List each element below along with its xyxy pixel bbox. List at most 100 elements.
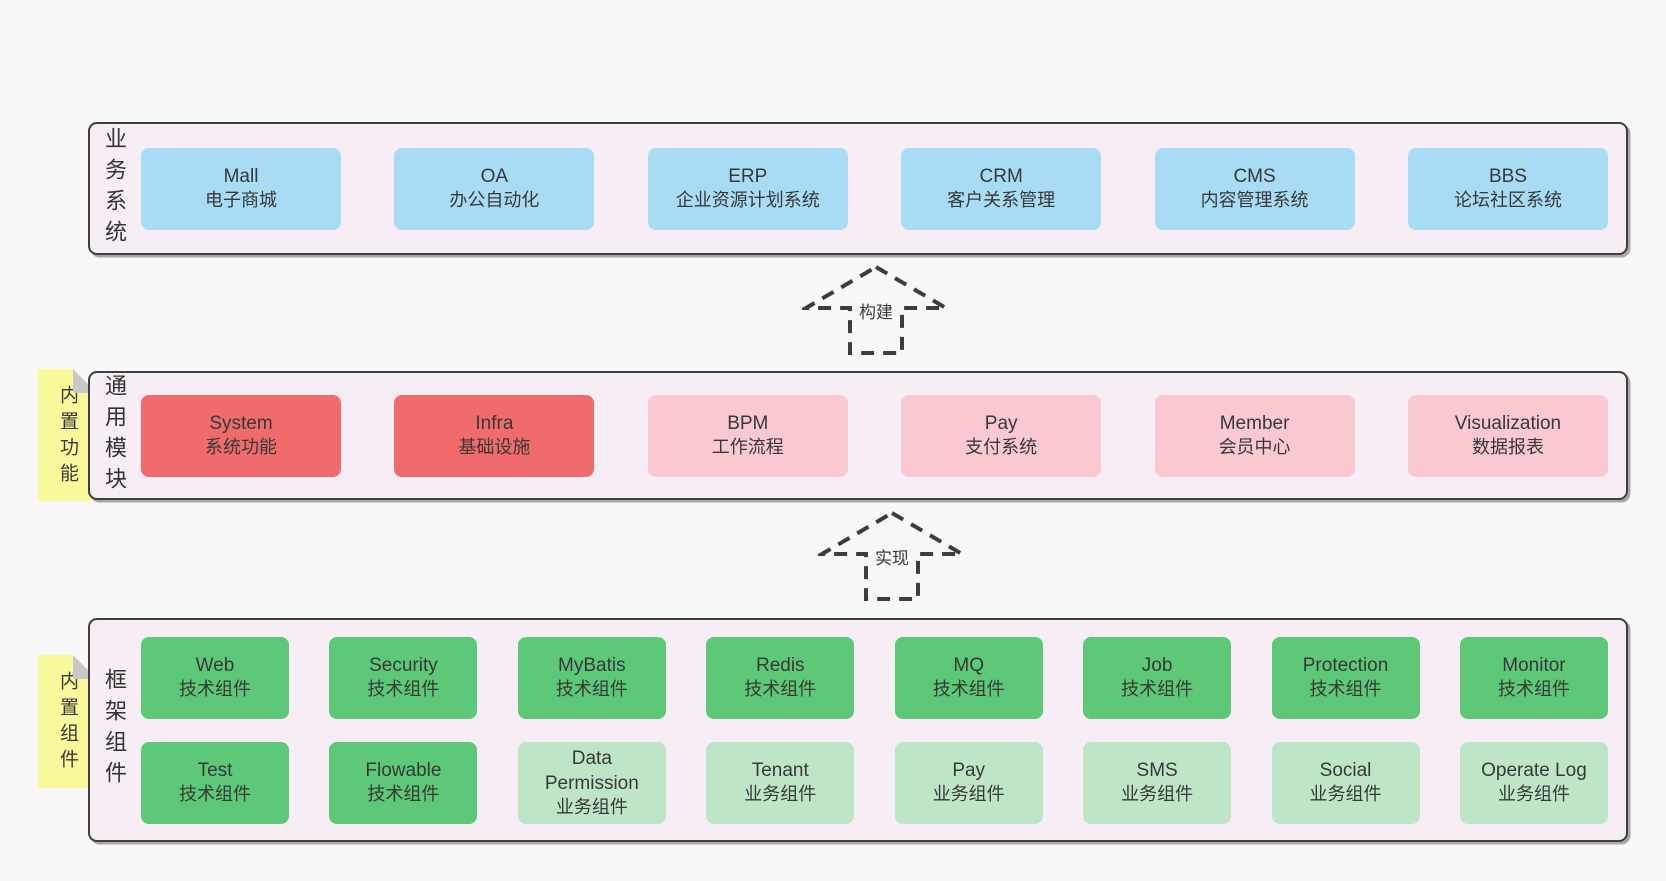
box-subtitle: 业务组件	[1497, 784, 1570, 805]
box-title: Web	[195, 655, 235, 677]
box-subtitle: 技术组件	[1309, 679, 1382, 700]
box-infra: Infra 基础设施	[394, 394, 595, 477]
box-subtitle: 技术组件	[744, 679, 817, 700]
box-subtitle: 工作流程	[711, 437, 784, 458]
box-subtitle: 支付系统	[965, 437, 1038, 458]
box-title: OA	[480, 166, 509, 188]
box-subtitle: 内容管理系统	[1200, 190, 1309, 211]
box-visualization: Visualization 数据报表	[1407, 394, 1608, 477]
box-title: SMS	[1136, 760, 1178, 782]
business-systems-row: Mall 电子商城 OA 办公自动化 ERP 企业资源计划系统 CRM 客户关系…	[141, 147, 1608, 230]
box-test: Test 技术组件	[141, 741, 289, 824]
box-subtitle: 系统功能	[205, 437, 277, 458]
box-bbs: BBS 论坛社区系统	[1407, 147, 1608, 230]
box-pay-component: Pay 业务组件	[894, 741, 1043, 824]
box-mall: Mall 电子商城	[141, 147, 341, 230]
box-title: MyBatis	[558, 655, 626, 677]
box-subtitle: 业务组件	[1309, 784, 1382, 805]
box-subtitle: 业务组件	[744, 784, 817, 805]
box-subtitle: 论坛社区系统	[1453, 190, 1562, 211]
box-security: Security 技术组件	[329, 636, 478, 719]
box-oa: OA 办公自动化	[394, 147, 595, 230]
box-redis: Redis 技术组件	[706, 636, 855, 719]
box-title: Monitor	[1502, 655, 1566, 677]
box-title: Infra	[475, 413, 514, 435]
box-monitor: Monitor 技术组件	[1459, 636, 1608, 719]
layer-common-modules: 通用模块 System 系统功能 Infra 基础设施 BPM 工作流程 Pay…	[88, 371, 1628, 500]
box-protection: Protection 技术组件	[1271, 636, 1420, 719]
box-flowable: Flowable 技术组件	[329, 741, 478, 824]
box-title: Member	[1219, 413, 1290, 435]
box-subtitle: 技术组件	[367, 679, 440, 700]
framework-components-row-2: Test 技术组件 Flowable 技术组件 Data Permission …	[141, 741, 1608, 824]
layer-framework-components: 框架组件 Web 技术组件 Security 技术组件 MyBatis 技术组件…	[88, 618, 1628, 842]
box-title: Redis	[755, 655, 805, 677]
box-subtitle: 技术组件	[1121, 679, 1194, 700]
common-modules-row: System 系统功能 Infra 基础设施 BPM 工作流程 Pay 支付系统…	[141, 394, 1608, 477]
build-arrow-label: 构建	[859, 303, 893, 322]
box-subtitle: 技术组件	[932, 679, 1005, 700]
box-title: CRM	[979, 166, 1023, 188]
box-title: Tenant	[751, 760, 809, 782]
box-pay-system: Pay 支付系统	[901, 394, 1102, 477]
box-job: Job 技术组件	[1083, 636, 1232, 719]
box-subtitle: 业务组件	[932, 784, 1005, 805]
box-sms: SMS 业务组件	[1083, 741, 1232, 824]
box-title: Protection	[1302, 655, 1389, 677]
box-title: Operate Log	[1481, 760, 1587, 782]
implement-arrow-label: 实现	[875, 549, 909, 568]
sticky-note-built-in-features: 内置功能	[38, 369, 97, 501]
box-subtitle: 技术组件	[367, 784, 440, 805]
box-title: Flowable	[365, 760, 442, 782]
box-cms: CMS 内容管理系统	[1154, 147, 1355, 230]
box-title: Pay	[952, 760, 986, 782]
box-title: Visualization	[1454, 413, 1562, 435]
box-title: Social	[1319, 760, 1372, 782]
sticky-note-text: 内置组件	[57, 671, 78, 775]
box-subtitle: 企业资源计划系统	[675, 190, 820, 211]
box-title: Pay	[984, 413, 1018, 435]
box-web: Web 技术组件	[141, 636, 289, 719]
box-title: BPM	[727, 413, 769, 435]
box-subtitle: 技术组件	[179, 679, 251, 700]
box-subtitle: 基础设施	[458, 437, 531, 458]
box-subtitle: 客户关系管理	[947, 190, 1056, 211]
box-operate-log: Operate Log 业务组件	[1459, 741, 1608, 824]
box-subtitle: 会员中心	[1218, 437, 1291, 458]
box-subtitle: 电子商城	[205, 190, 277, 211]
box-subtitle: 办公自动化	[449, 190, 540, 211]
framework-components-row-1: Web 技术组件 Security 技术组件 MyBatis 技术组件 Redi…	[141, 636, 1608, 719]
layer-business-systems: 业务系统 Mall 电子商城 OA 办公自动化 ERP 企业资源计划系统 CRM…	[88, 122, 1628, 255]
layer-label-framework-components: 框架组件	[102, 668, 127, 792]
box-subtitle: 技术组件	[179, 784, 251, 805]
layer-label-common-modules: 通用模块	[102, 373, 127, 498]
box-subtitle: 技术组件	[555, 679, 628, 700]
box-title: Test	[197, 760, 233, 782]
box-tenant: Tenant 业务组件	[706, 741, 855, 824]
box-title: Data Permission	[544, 747, 639, 794]
box-erp: ERP 企业资源计划系统	[647, 147, 848, 230]
box-bpm: BPM 工作流程	[647, 394, 848, 477]
box-data-permission: Data Permission 业务组件	[517, 741, 666, 824]
box-title: BBS	[1488, 166, 1527, 188]
box-title: ERP	[728, 166, 768, 188]
box-title: MQ	[953, 655, 984, 677]
box-system: System 系统功能	[141, 394, 341, 477]
implement-arrow-icon: 实现	[818, 510, 966, 602]
box-title: Job	[1141, 655, 1173, 677]
box-title: Security	[369, 655, 438, 677]
layer-label-business-systems: 业务系统	[102, 126, 127, 251]
box-social: Social 业务组件	[1271, 741, 1420, 824]
box-title: Mall	[223, 166, 259, 188]
box-subtitle: 业务组件	[1121, 784, 1194, 805]
box-crm: CRM 客户关系管理	[901, 147, 1102, 230]
box-mybatis: MyBatis 技术组件	[517, 636, 666, 719]
box-subtitle: 业务组件	[555, 796, 628, 817]
box-mq: MQ 技术组件	[894, 636, 1043, 719]
framework-components-rows: Web 技术组件 Security 技术组件 MyBatis 技术组件 Redi…	[141, 636, 1608, 824]
sticky-note-built-in-components: 内置组件	[38, 655, 97, 788]
box-title: CMS	[1233, 166, 1276, 188]
box-title: System	[209, 413, 273, 435]
box-subtitle: 数据报表	[1471, 437, 1544, 458]
build-arrow-icon: 构建	[802, 264, 950, 356]
